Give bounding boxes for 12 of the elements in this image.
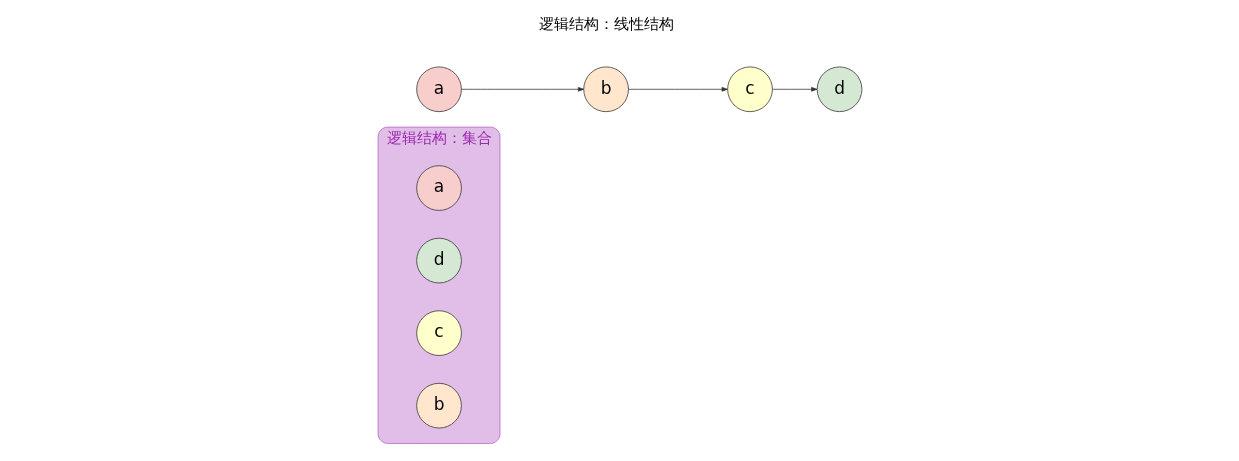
arrow xyxy=(771,87,817,92)
node-circle: a xyxy=(415,165,462,211)
arrow xyxy=(460,87,584,92)
node-circle: a xyxy=(415,66,462,113)
node-circle: d xyxy=(816,66,862,113)
node-circle: d xyxy=(415,237,462,284)
node-circle: c xyxy=(415,310,462,356)
arrow xyxy=(627,87,728,92)
node-circle: b xyxy=(582,66,629,113)
node-circle: c xyxy=(726,66,773,113)
label: 逻辑结构：线性结构 xyxy=(538,15,674,34)
node-circle: b xyxy=(415,382,462,429)
